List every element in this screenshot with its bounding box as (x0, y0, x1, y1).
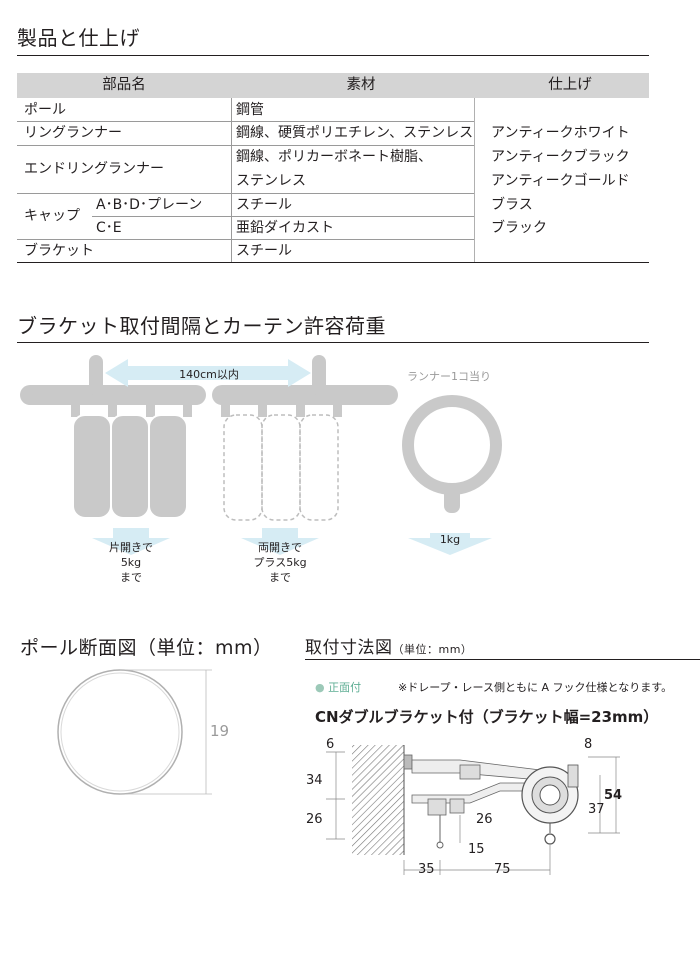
front-dot-icon: ● (315, 681, 325, 694)
down-arrow-icon (92, 528, 170, 555)
part-end-ring-runner: エンドリングランナー (24, 161, 164, 177)
table-col-line (474, 98, 475, 262)
dim-15: 15 (468, 842, 485, 857)
section-title-bracket-interval: ブラケット取付間隔とカーテン許容荷重 (17, 314, 386, 338)
table-line (92, 216, 474, 217)
finish-item: アンティークブラック (491, 149, 630, 165)
ring-runner-icon (402, 395, 502, 495)
finish-item: ブラス (491, 197, 533, 213)
table-line (17, 145, 474, 146)
dim-35: 35 (418, 862, 435, 877)
bracket-subtitle: CNダブルブラケット付（ブラケット幅=23mm） (315, 708, 659, 726)
pole-outer-icon (57, 669, 183, 795)
curtain-dashed-icon (223, 414, 263, 521)
down-arrow-icon (408, 533, 492, 555)
header-part: 部品名 (102, 77, 146, 93)
hook-note: ※ドレープ・レース側ともに A フック仕様となります。 (398, 681, 673, 694)
runner-load: 1kg (439, 533, 461, 546)
single-open-load: 片開きで 5kg まで (109, 541, 153, 584)
dim-8: 8 (584, 737, 593, 752)
curtain-icon (72, 414, 112, 519)
dim-34: 34 (306, 773, 323, 788)
bracket-icon (89, 355, 103, 395)
curtain-pole-icon (20, 385, 206, 405)
load-diagram (20, 355, 502, 555)
section-title-pole-cross-section: ポール断面図（単位：mm） (20, 637, 273, 659)
front-mount-row: ● 正面付 (315, 681, 362, 694)
material-ring-runner: 鋼線、硬質ポリエチレン、ステンレス (236, 125, 474, 141)
part-bracket: ブラケット (24, 243, 94, 259)
wall-icon (352, 745, 404, 855)
table-line (17, 193, 474, 194)
header-material: 素材 (346, 77, 376, 93)
material-end-ring-2: ステンレス (236, 173, 306, 189)
part-ring-runner: リングランナー (24, 125, 122, 141)
finish-item: ブラック (491, 220, 547, 236)
dim-54: 54 (604, 788, 623, 803)
dim-75: 75 (494, 862, 511, 877)
section-rule (305, 659, 700, 660)
material-cap-abd: スチール (236, 197, 292, 213)
part-pole: ポール (24, 102, 66, 118)
section-title-products: 製品と仕上げ (17, 26, 140, 50)
part-cap: キャップ (24, 208, 80, 224)
material-end-ring-1: 鋼線、ポリカーボネート樹脂、 (236, 149, 432, 165)
pole-cross-section-diagram (57, 669, 212, 795)
section-rule (17, 55, 649, 56)
table-col-line (231, 98, 232, 262)
section-rule (17, 342, 649, 343)
interval-label: 140cm以内 (179, 368, 239, 381)
diameter-label: 19 (210, 722, 230, 740)
table-bottom-rule (17, 262, 649, 263)
header-finish: 仕上げ (548, 77, 592, 93)
table-header: 部品名 素材 仕上げ (17, 73, 649, 98)
dim-26: 26 (306, 812, 323, 827)
material-cap-ce: 亜鉛ダイカスト (236, 220, 334, 236)
finish-item: アンティークゴールド (491, 173, 630, 189)
subpart-abd: A･B･D･プレーン (96, 197, 203, 213)
curtain-pole-icon (212, 385, 398, 405)
table-line (17, 121, 474, 122)
bracket-dimension-diagram (326, 745, 620, 875)
down-arrow-icon (241, 528, 319, 555)
section-title-install-dim: 取付寸法図（単位：mm） (305, 638, 473, 658)
subpart-ce: C･E (96, 220, 122, 236)
dim-26b: 26 (476, 812, 493, 827)
bracket-icon (312, 355, 326, 395)
dim-37: 37 (588, 802, 605, 817)
runner-label: ランナー1コ当り (407, 370, 491, 383)
table-line (17, 239, 474, 240)
material-bracket: スチール (236, 243, 292, 259)
double-open-load: 両開きで プラス5kg まで (253, 541, 307, 584)
dim-6: 6 (326, 737, 335, 752)
interval-arrow-icon (105, 359, 311, 387)
finish-item: アンティークホワイト (491, 125, 630, 141)
runner-icon (427, 798, 447, 816)
material-pole: 鋼管 (236, 102, 264, 118)
